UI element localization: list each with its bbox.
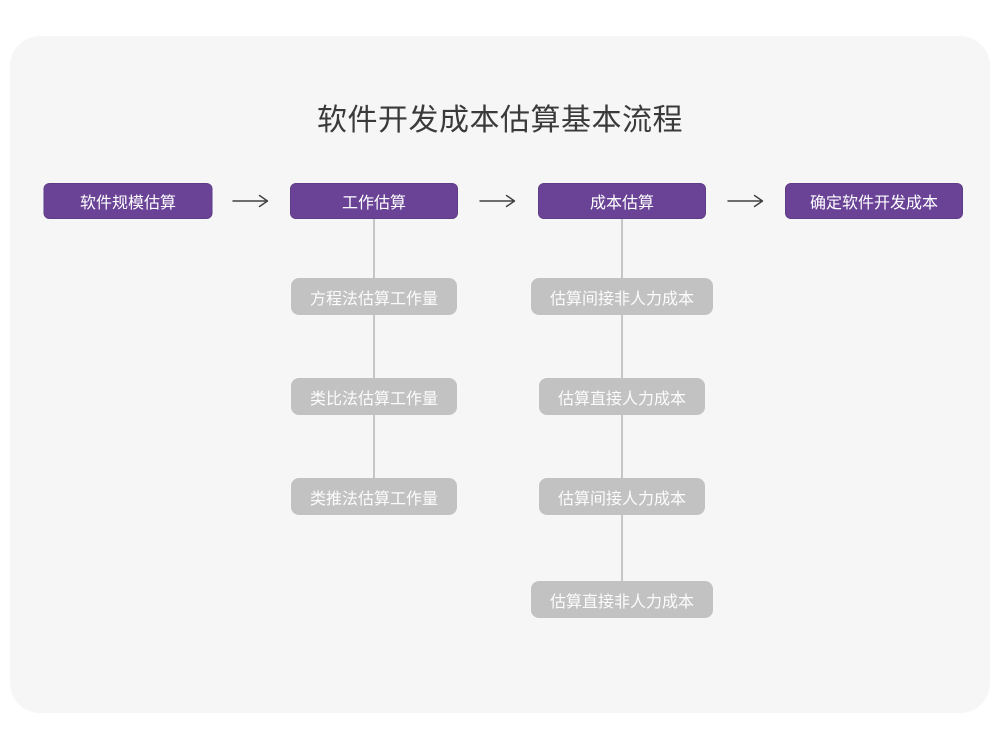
substep-node-indirect-nonlabor-cost: 估算间接非人力成本 bbox=[530, 278, 714, 315]
diagram-title: 软件开发成本估算基本流程 bbox=[317, 104, 683, 137]
substep-node-direct-labor-cost: 估算直接人力成本 bbox=[538, 378, 706, 415]
flow-node-cost-estimation: 成本估算 bbox=[538, 183, 706, 219]
arrow-right-icon bbox=[479, 194, 517, 208]
substep-node-extrapolation-method: 类推法估算工作量 bbox=[290, 478, 458, 515]
diagram-card bbox=[10, 36, 990, 713]
flow-node-work-estimation: 工作估算 bbox=[290, 183, 458, 219]
arrow-right-icon bbox=[232, 194, 270, 208]
connector-line-work-column bbox=[373, 219, 375, 496]
flow-node-determine-development-cost: 确定软件开发成本 bbox=[785, 183, 963, 219]
flow-node-software-scale-estimation: 软件规模估算 bbox=[43, 183, 213, 219]
substep-node-analogy-method: 类比法估算工作量 bbox=[290, 378, 458, 415]
arrow-right-icon bbox=[727, 194, 765, 208]
substep-node-indirect-labor-cost: 估算间接人力成本 bbox=[538, 478, 706, 515]
substep-node-equation-method: 方程法估算工作量 bbox=[290, 278, 458, 315]
substep-node-direct-nonlabor-cost: 估算直接非人力成本 bbox=[530, 581, 714, 618]
